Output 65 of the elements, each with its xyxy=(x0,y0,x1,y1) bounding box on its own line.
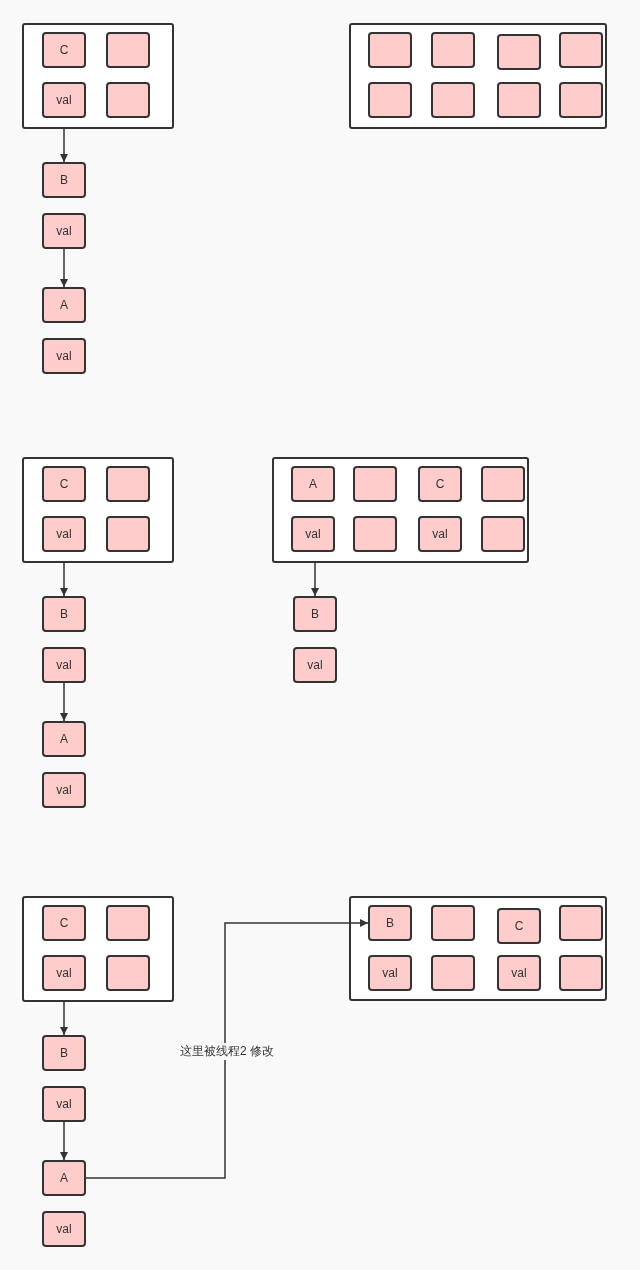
empty-cell xyxy=(559,82,603,118)
empty-cell xyxy=(368,32,412,68)
entry-cell: B xyxy=(368,905,412,941)
entry-cell: A xyxy=(42,287,86,323)
entry-cell: val xyxy=(368,955,412,991)
empty-cell xyxy=(106,82,150,118)
array-panel xyxy=(349,23,607,129)
entry-cell: B xyxy=(42,596,86,632)
empty-cell xyxy=(431,955,475,991)
empty-cell xyxy=(431,82,475,118)
empty-cell xyxy=(559,955,603,991)
arrow xyxy=(60,682,68,722)
array-panel xyxy=(349,896,607,1001)
entry-cell: B xyxy=(293,596,337,632)
empty-cell xyxy=(353,466,397,502)
edge-label: 这里被线程2 修改 xyxy=(178,1043,276,1060)
entry-cell: A xyxy=(42,721,86,757)
entry-cell: val xyxy=(42,338,86,374)
entry-cell: val xyxy=(418,516,462,552)
entry-cell: B xyxy=(42,1035,86,1071)
empty-cell xyxy=(106,905,150,941)
entry-cell: A xyxy=(42,1160,86,1196)
entry-cell: A xyxy=(291,466,335,502)
empty-cell xyxy=(559,905,603,941)
entry-cell: val xyxy=(293,647,337,683)
empty-cell xyxy=(431,32,475,68)
entry-cell: val xyxy=(291,516,335,552)
empty-cell xyxy=(497,82,541,118)
arrow xyxy=(60,1121,68,1161)
entry-cell: val xyxy=(42,647,86,683)
arrow xyxy=(60,128,68,163)
empty-cell xyxy=(368,82,412,118)
empty-cell xyxy=(481,466,525,502)
empty-cell xyxy=(497,34,541,70)
entry-cell: C xyxy=(42,905,86,941)
arrow xyxy=(311,562,319,597)
array-panel xyxy=(22,23,174,129)
entry-cell: val xyxy=(42,516,86,552)
entry-cell: B xyxy=(42,162,86,198)
empty-cell xyxy=(559,32,603,68)
array-panel xyxy=(22,457,174,563)
empty-cell xyxy=(106,466,150,502)
entry-cell: val xyxy=(42,955,86,991)
array-panel xyxy=(272,457,529,563)
entry-cell: C xyxy=(42,466,86,502)
empty-cell xyxy=(481,516,525,552)
empty-cell xyxy=(106,516,150,552)
entry-cell: val xyxy=(42,82,86,118)
entry-cell: C xyxy=(42,32,86,68)
entry-cell: C xyxy=(497,908,541,944)
arrow xyxy=(60,562,68,597)
entry-cell: val xyxy=(497,955,541,991)
entry-cell: C xyxy=(418,466,462,502)
empty-cell xyxy=(353,516,397,552)
array-panel xyxy=(22,896,174,1002)
empty-cell xyxy=(106,955,150,991)
arrow xyxy=(85,919,369,1179)
entry-cell: val xyxy=(42,772,86,808)
arrow xyxy=(60,1001,68,1036)
entry-cell: val xyxy=(42,1086,86,1122)
arrow xyxy=(60,248,68,288)
entry-cell: val xyxy=(42,1211,86,1247)
empty-cell xyxy=(431,905,475,941)
empty-cell xyxy=(106,32,150,68)
entry-cell: val xyxy=(42,213,86,249)
